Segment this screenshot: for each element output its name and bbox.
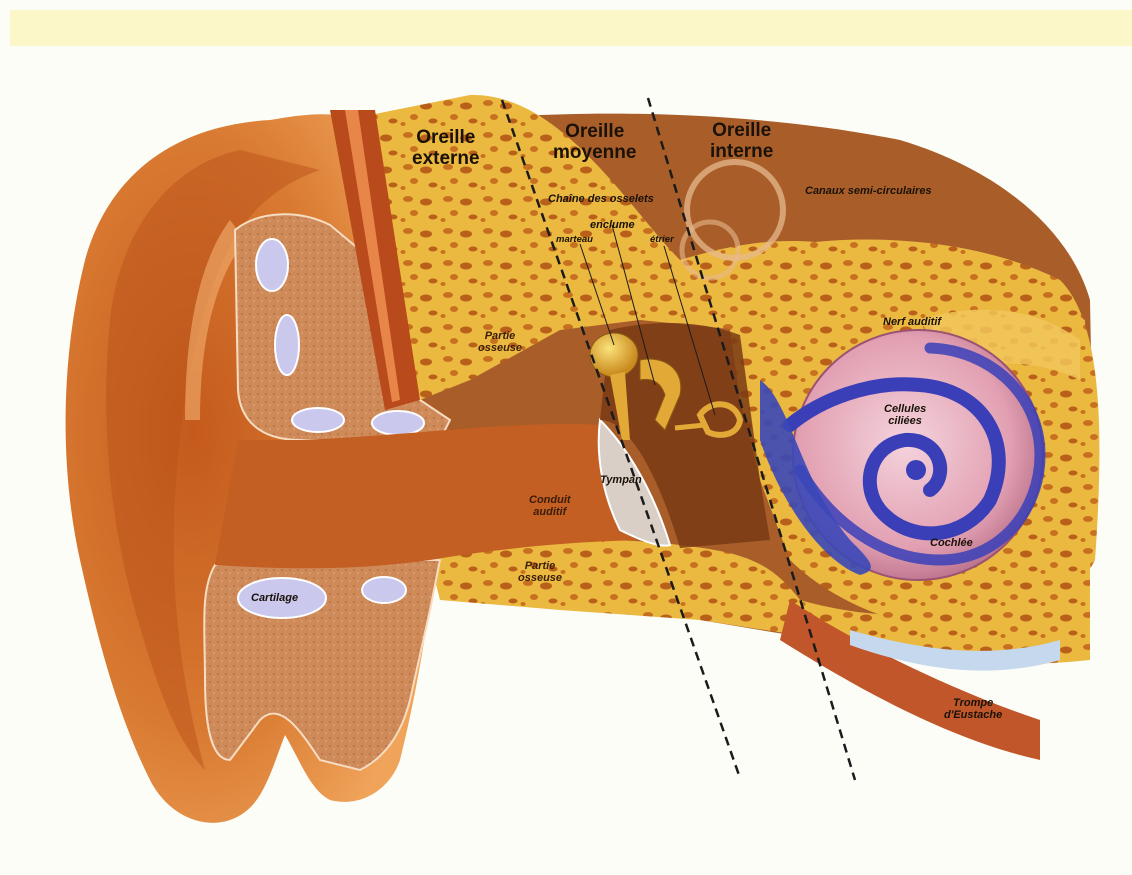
label-partie-osseuse-bottom: Partieosseuse (518, 560, 562, 584)
label-tympan: Tympan (600, 474, 642, 486)
label-cellules-ciliees: Cellulesciliées (884, 403, 926, 427)
label-oreille-externe: Oreilleexterne (412, 128, 480, 170)
header-band (10, 10, 1132, 46)
label-nerf-auditif: Nerf auditif (883, 316, 941, 328)
label-etrier: étrier (650, 235, 674, 245)
label-canaux-semi-circulaires: Canaux semi-circulaires (805, 185, 932, 197)
label-partie-osseuse-top: Partieosseuse (478, 330, 522, 354)
label-oreille-interne: Oreilleinterne (710, 121, 773, 163)
label-marteau: marteau (556, 235, 593, 245)
label-cochlee: Cochlée (930, 537, 973, 549)
label-conduit-auditif: Conduitauditif (529, 494, 571, 518)
label-oreille-moyenne: Oreillemoyenne (553, 122, 636, 164)
label-trompe-eustache: Tromped'Eustache (944, 697, 1002, 721)
label-enclume: enclume (590, 219, 635, 231)
label-cartilage: Cartilage (251, 592, 298, 604)
label-chaine-osselets: Chaîne des osselets (548, 193, 654, 205)
